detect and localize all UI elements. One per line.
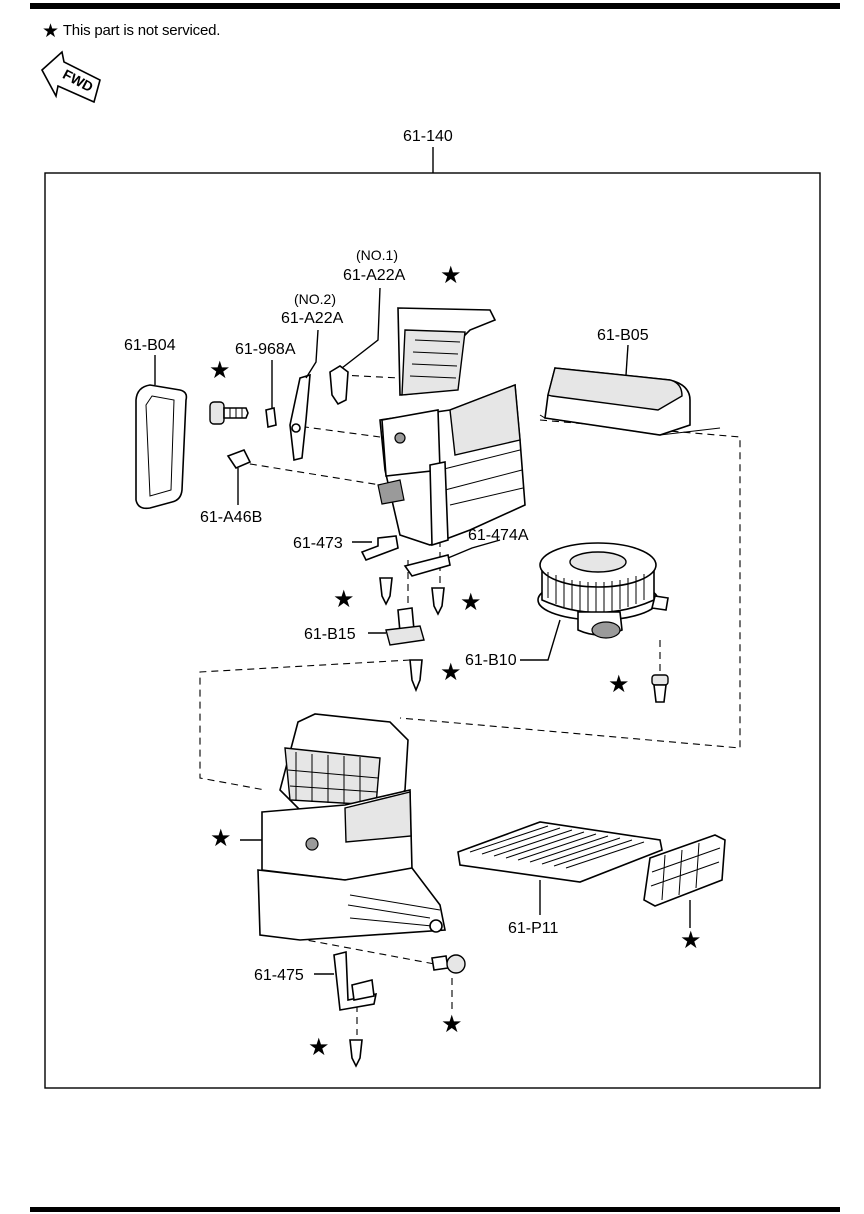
a46b-clip <box>226 448 252 469</box>
475-screw <box>349 1039 363 1068</box>
bracket-screws <box>379 577 445 616</box>
a22a-no1-lever <box>329 365 349 406</box>
label-a22a-no2: 61-A22A <box>281 310 344 327</box>
label-b15: 61-B15 <box>304 626 356 643</box>
star-icon: ★ <box>441 1010 463 1038</box>
star-icon: ★ <box>460 588 482 616</box>
b15-resistor <box>385 607 425 646</box>
p11-filter <box>457 821 663 883</box>
star-icon: ★ <box>440 261 462 289</box>
label-b04: 61-B04 <box>124 337 176 354</box>
lower-case-screw <box>431 954 466 974</box>
b04-gasket <box>135 384 188 510</box>
filter-grille <box>643 834 726 907</box>
b05-cover <box>539 367 721 436</box>
star-icon: ★ <box>608 670 630 698</box>
label-968a: 61-968A <box>235 341 296 358</box>
label-no2: (NO.2) <box>294 291 336 307</box>
star-icon: ★ <box>308 1033 330 1061</box>
star-icon: ★ <box>42 21 59 42</box>
b10-blower-motor <box>537 542 669 639</box>
label-473: 61-473 <box>293 535 343 552</box>
label-b10: 61-B10 <box>465 652 517 669</box>
star-icon: ★ <box>680 926 702 954</box>
star-icon: ★ <box>333 585 355 613</box>
label-p11: 61-P11 <box>508 920 559 937</box>
473-bracket <box>360 535 399 562</box>
474a-bracket <box>403 554 451 577</box>
label-no1: (NO.1) <box>356 247 398 263</box>
475-bracket <box>333 950 378 1011</box>
label-a22a-no1: 61-A22A <box>343 267 406 284</box>
note-text: This part is not serviced. <box>62 22 221 39</box>
lower-blower-case <box>257 713 446 941</box>
star-icon: ★ <box>440 658 462 686</box>
top-rule <box>30 3 840 9</box>
screw-968-icon <box>209 401 249 425</box>
not-serviced-note: ★This part is not serviced. <box>42 20 220 43</box>
label-474a: 61-474A <box>468 527 529 544</box>
star-icon: ★ <box>210 824 232 852</box>
bottom-rule <box>30 1207 840 1212</box>
assembly-label: 61-140 <box>403 128 453 145</box>
b15-screw <box>409 659 423 693</box>
label-475: 61-475 <box>254 967 304 984</box>
b10-screw <box>651 674 669 703</box>
star-icon: ★ <box>209 356 231 384</box>
968a-clip <box>265 407 277 428</box>
fwd-arrow-icon: FWD <box>40 50 101 104</box>
upper-blower-case <box>377 307 526 547</box>
label-b05: 61-B05 <box>597 327 649 344</box>
a22a-no2-lever <box>289 373 311 461</box>
label-a46b: 61-A46B <box>200 509 262 526</box>
